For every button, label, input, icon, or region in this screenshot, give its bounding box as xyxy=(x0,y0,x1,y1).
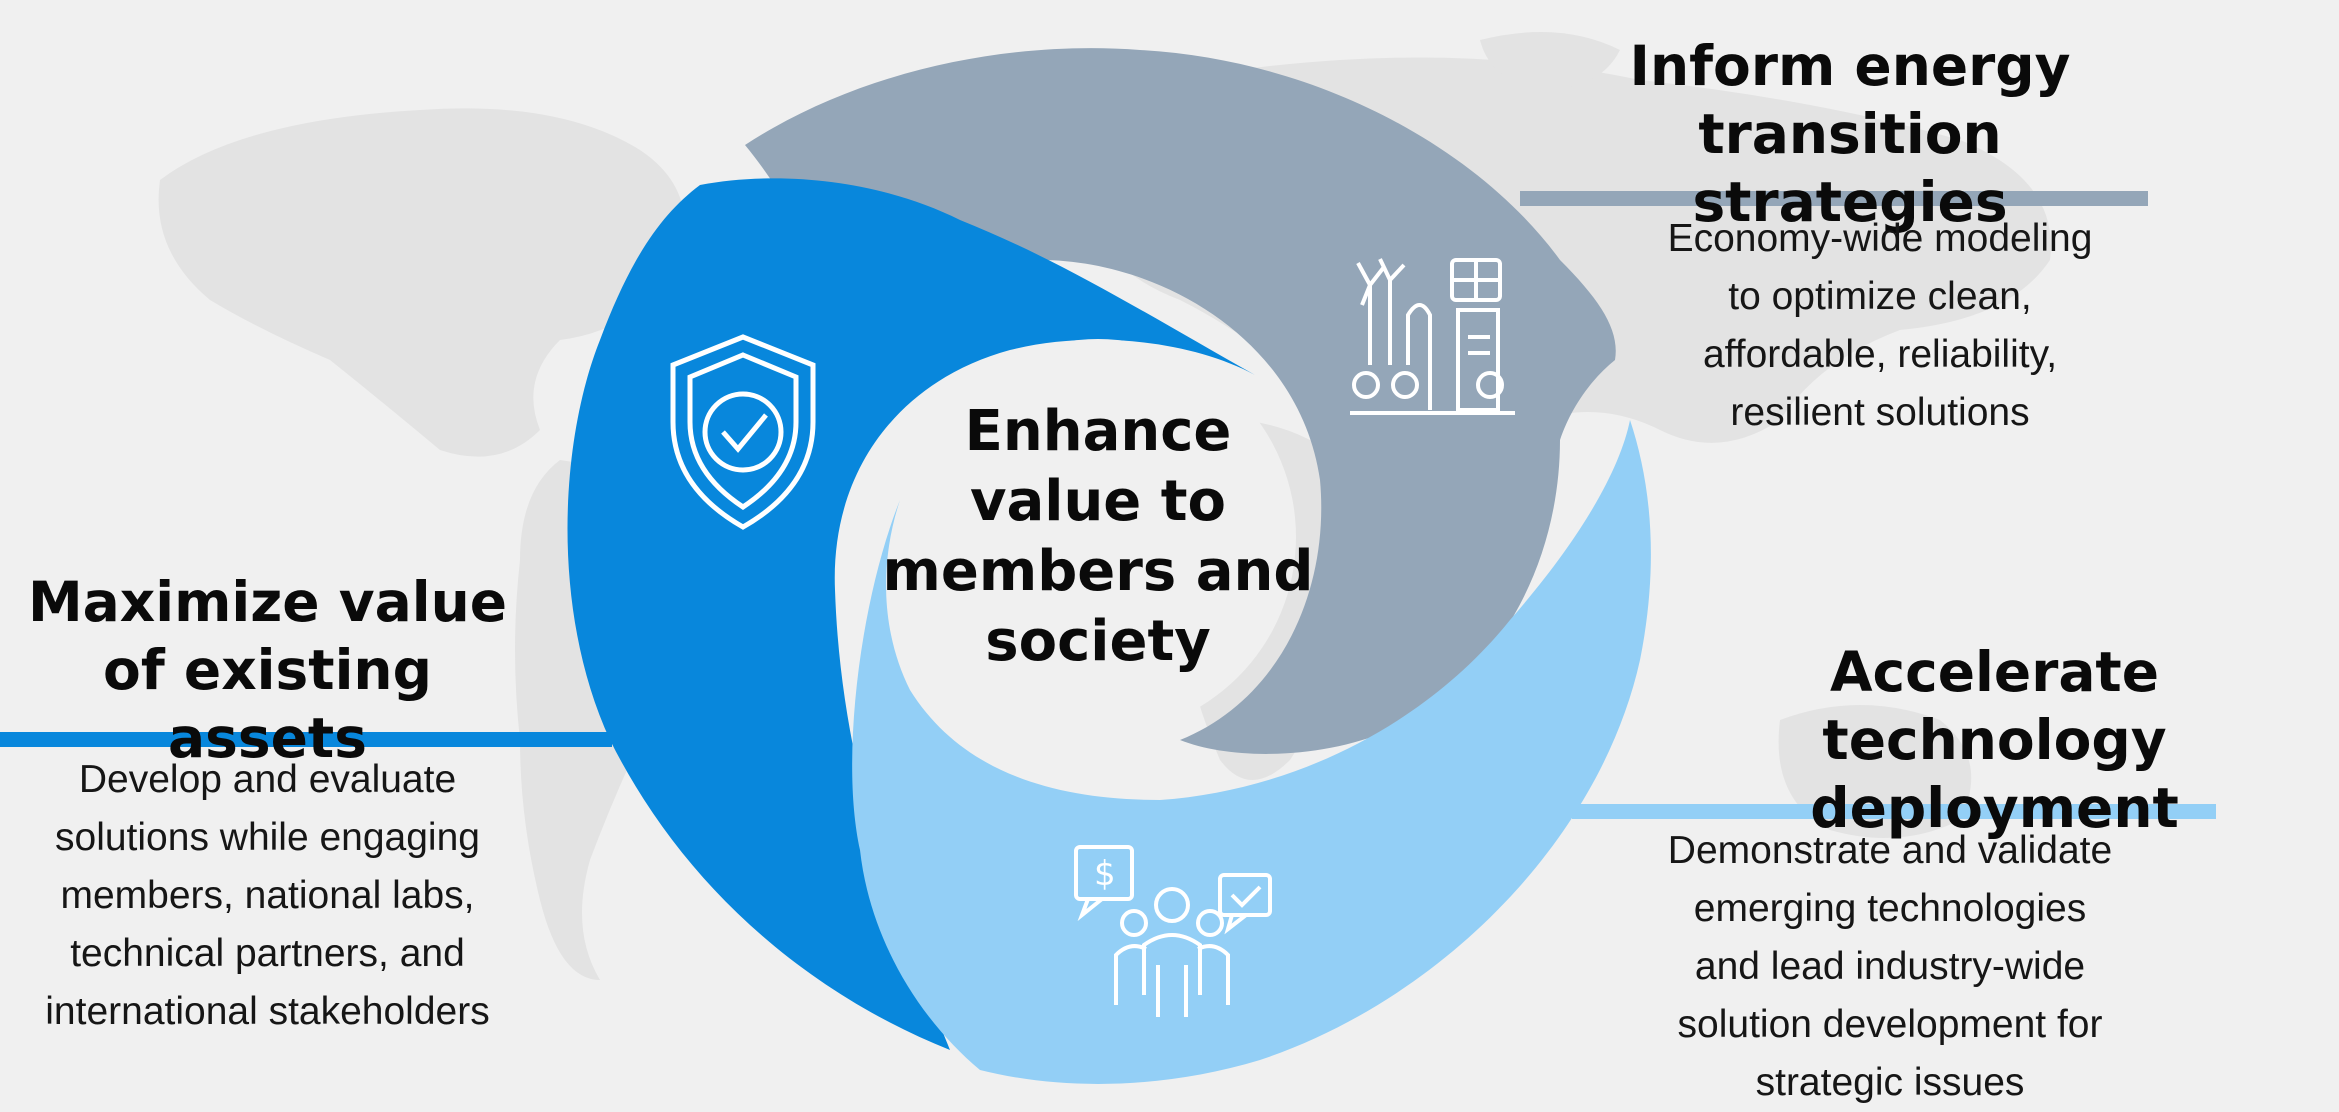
center-disk xyxy=(900,339,1296,735)
maximize-title: Maximize value of existing assets xyxy=(27,570,508,770)
accelerate-title: Accelerate technology deployment xyxy=(1810,640,2179,840)
accelerate-description: Demonstrate and validate emerging techno… xyxy=(1667,829,2113,1104)
accelerate-rule xyxy=(1572,804,2216,819)
maximize-description: Develop and evaluate solutions while eng… xyxy=(45,758,490,1033)
inform-description: Economy-wide modeling to optimize clean,… xyxy=(1667,217,2093,434)
maximize-rule xyxy=(0,732,612,747)
svg-text:$: $ xyxy=(1094,854,1116,894)
segment-accelerate xyxy=(852,420,1651,1084)
inform-title: Inform energy transition strategies xyxy=(1629,34,2071,234)
inform-rule xyxy=(1520,191,2148,206)
energy-plant-icon xyxy=(1350,258,1515,415)
shield-check-icon xyxy=(670,334,816,530)
center-title: Enhance value to members and society xyxy=(882,399,1314,674)
team-collaboration-icon: $ xyxy=(1074,845,1272,1017)
